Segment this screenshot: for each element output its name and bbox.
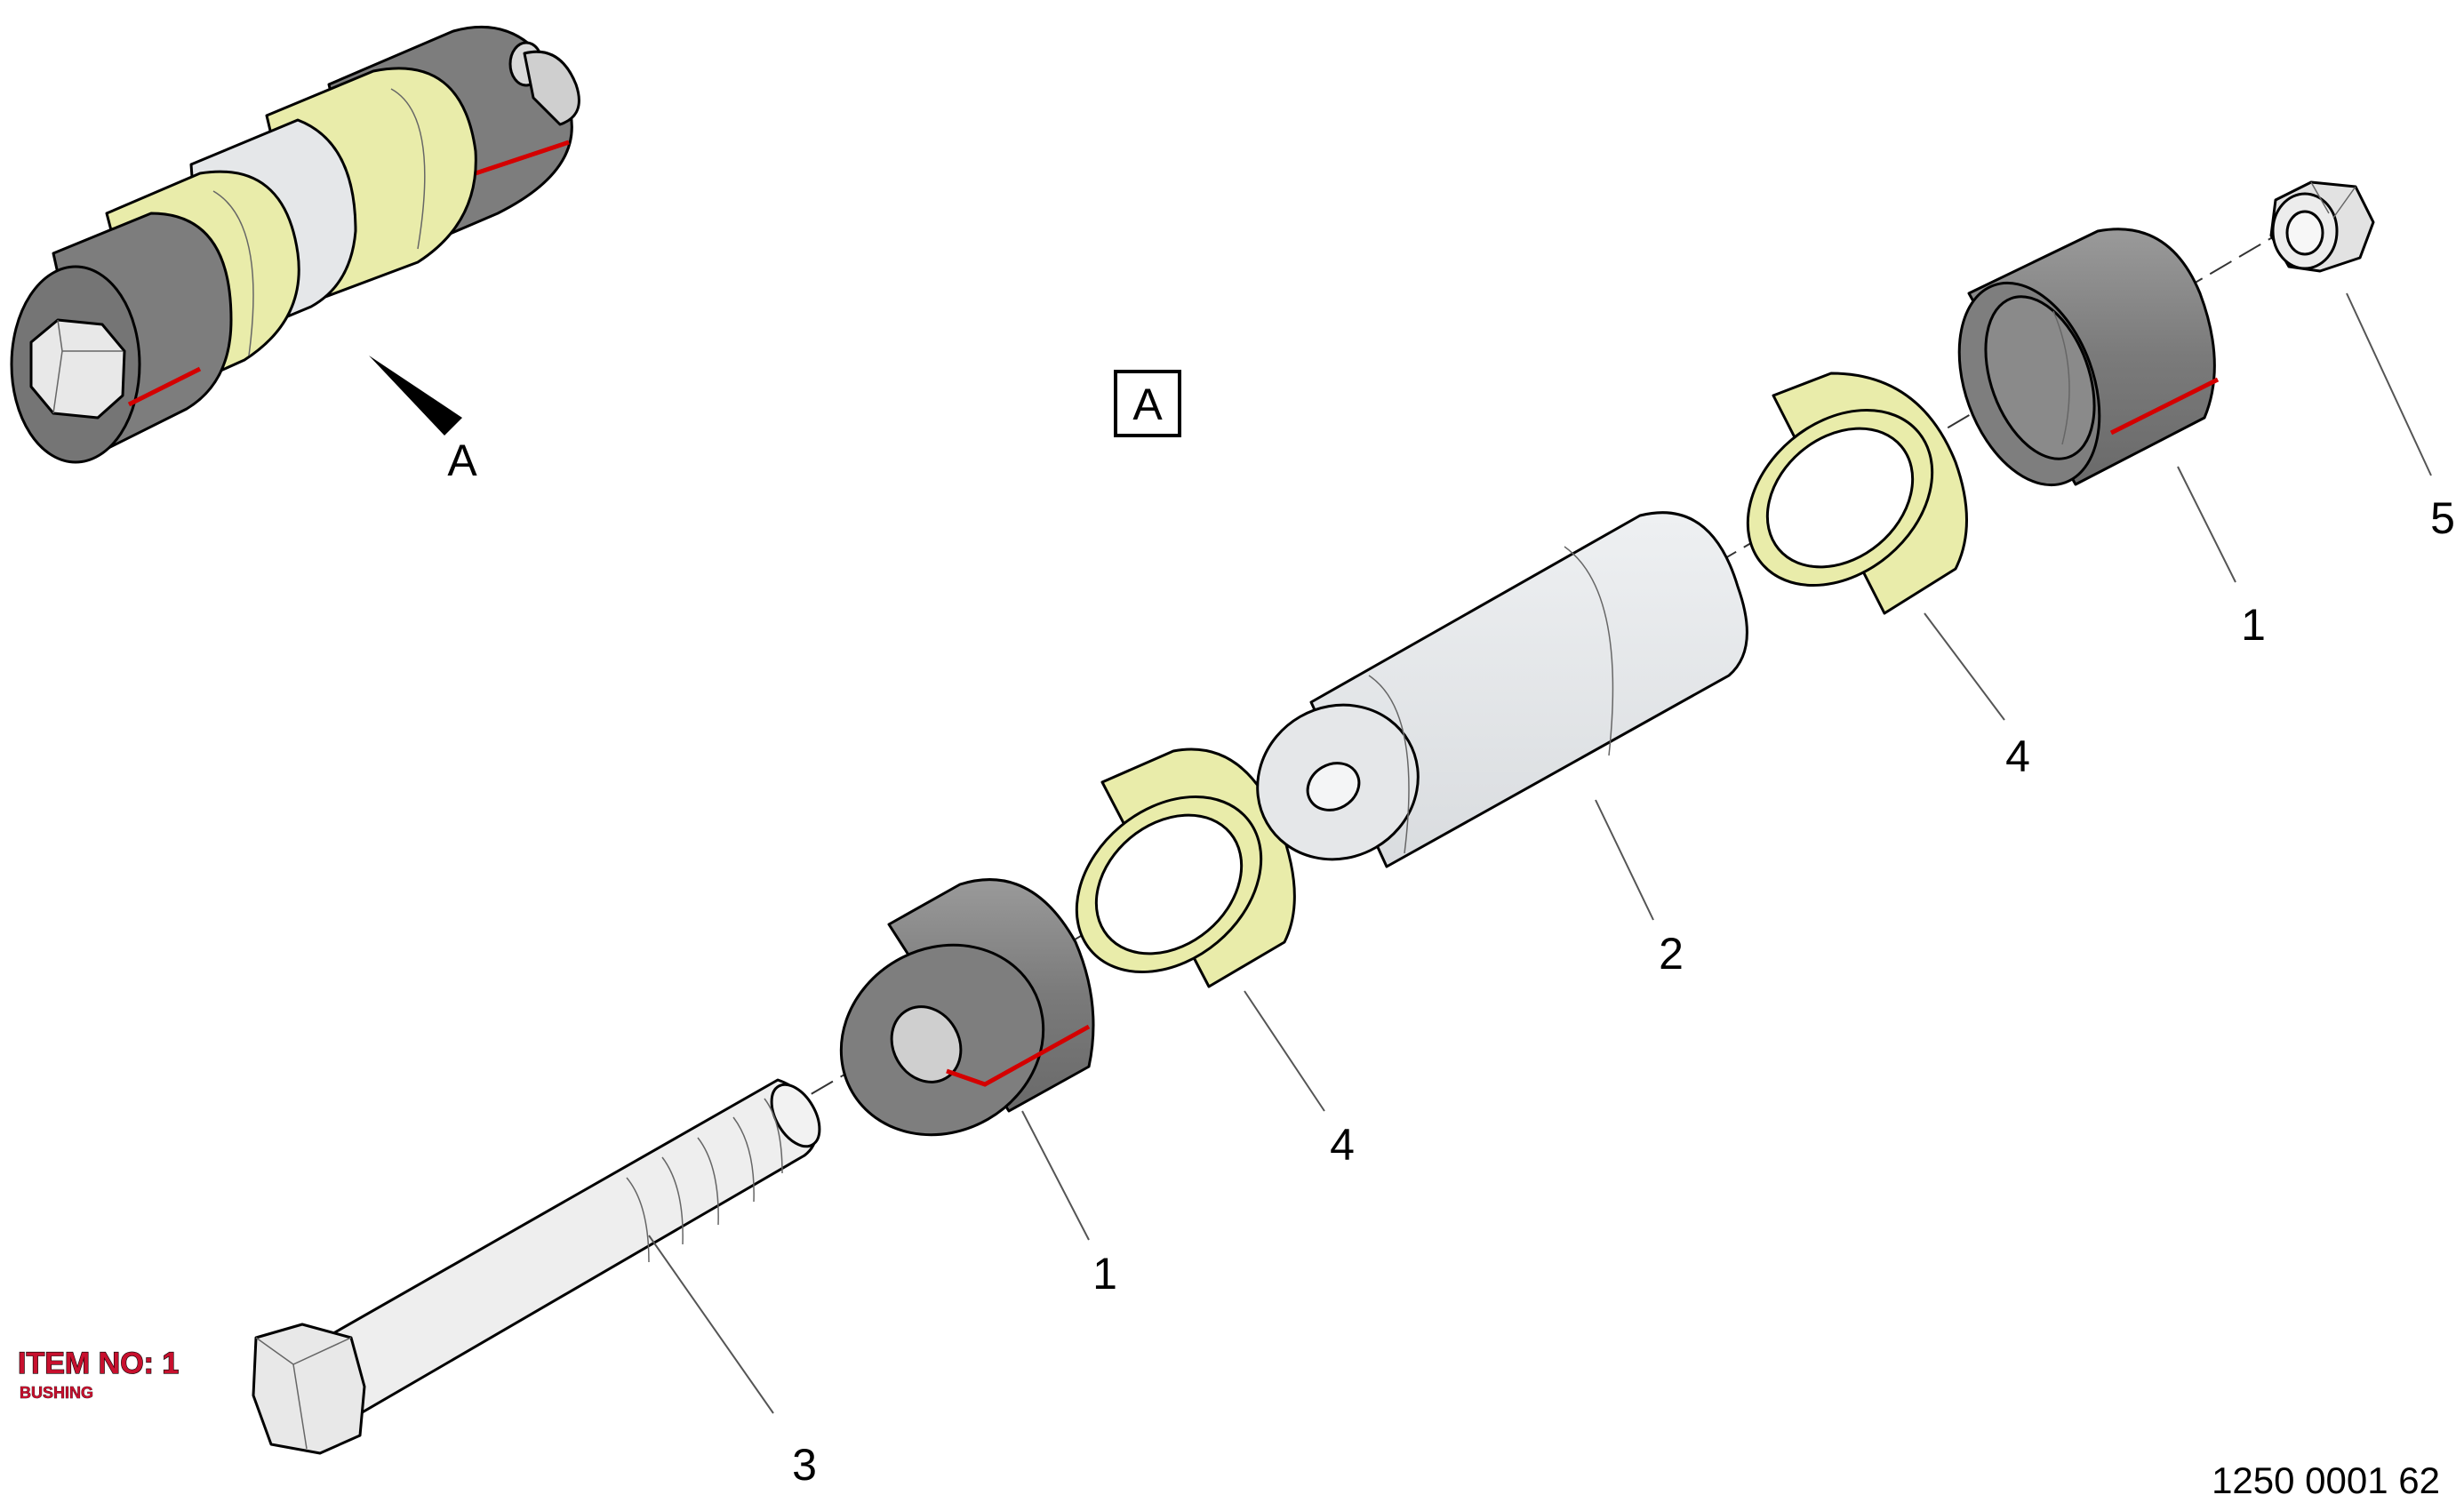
leader-part-3 xyxy=(648,1235,774,1414)
spacer-upper-part-4 xyxy=(1746,372,1968,615)
callout-3: 3 xyxy=(792,1440,817,1490)
callout-4-lower: 4 xyxy=(1330,1120,1355,1170)
spacer-lower-part-4 xyxy=(1075,748,1296,988)
leader-part-4-lower xyxy=(1244,990,1325,1112)
leader-part-1-lower xyxy=(1021,1110,1090,1241)
bushing-lower-part-1 xyxy=(839,878,1095,1137)
callout-1-lower: 1 xyxy=(1092,1249,1117,1299)
sleeve-part-2 xyxy=(1256,511,1748,868)
nut-part-5 xyxy=(2269,180,2375,273)
item-description: BUSHING xyxy=(20,1384,93,1402)
bushing-upper-part-1 xyxy=(1957,228,2220,487)
view-arrow-label: A xyxy=(447,436,477,485)
callout-2: 2 xyxy=(1659,929,1684,979)
callout-5: 5 xyxy=(2430,493,2455,543)
assembled-view-inset xyxy=(10,25,580,464)
leader-part-2 xyxy=(1595,799,1654,921)
drawing-number: 1250 0001 62 xyxy=(2212,1459,2440,1501)
view-label-box xyxy=(1114,370,1181,437)
item-number-label: ITEM NO: 1 xyxy=(18,1347,179,1380)
callout-4-upper: 4 xyxy=(2005,732,2030,781)
leader-part-5 xyxy=(2346,292,2432,476)
callout-1-upper: 1 xyxy=(2241,600,2266,650)
view-arrow xyxy=(369,356,462,436)
leader-part-1-upper xyxy=(2177,466,2236,583)
bolt-part-3 xyxy=(252,1078,821,1455)
leader-part-4-upper xyxy=(1924,612,2005,721)
view-label: A xyxy=(1132,380,1163,429)
